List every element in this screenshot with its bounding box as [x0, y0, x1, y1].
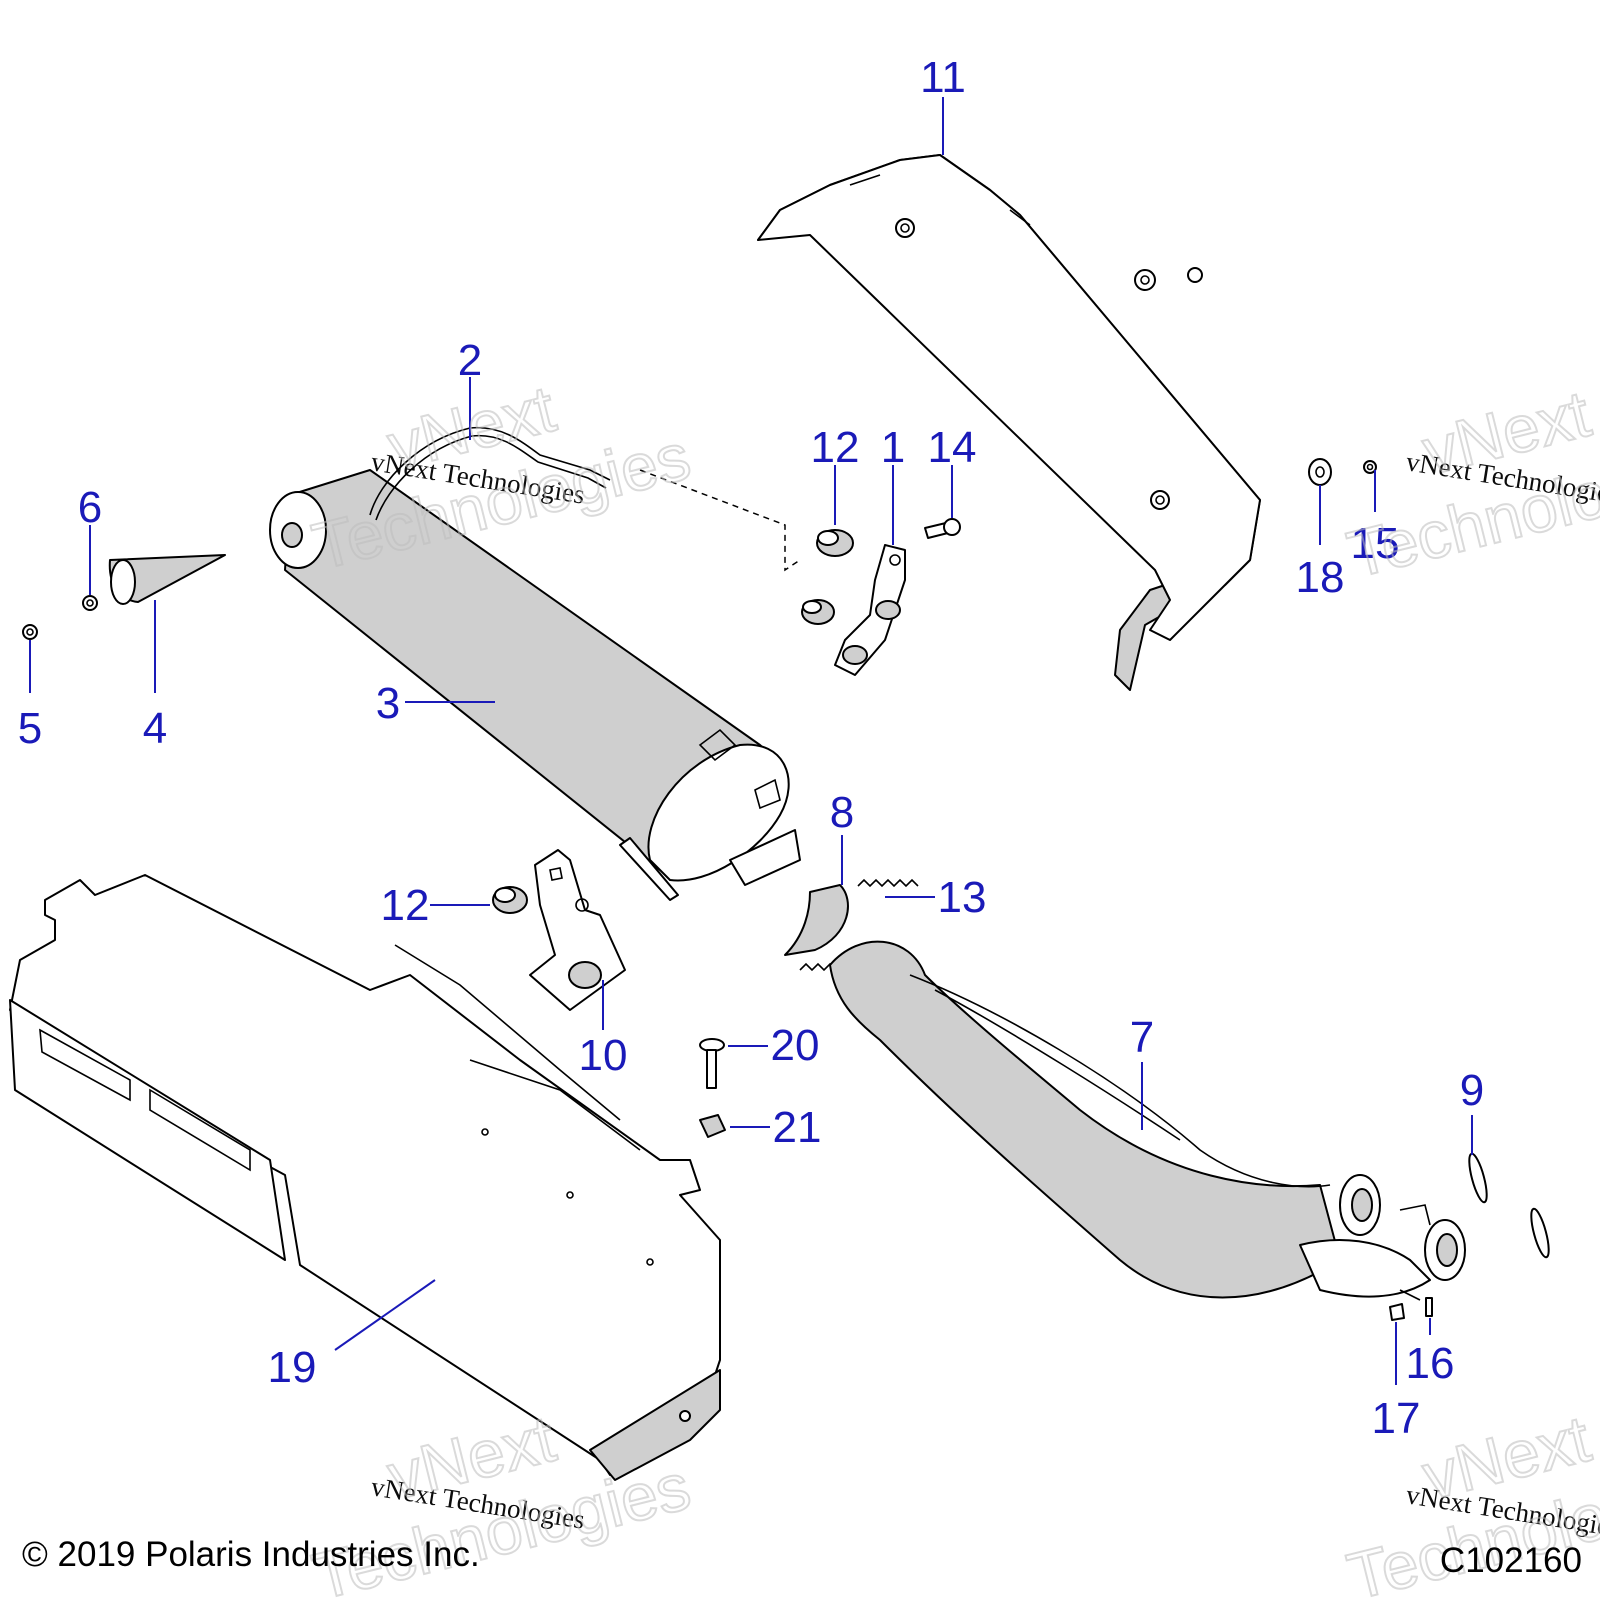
callout-5: 5 [18, 704, 42, 753]
callout-8: 8 [830, 788, 854, 837]
part-18-washer [1308, 458, 1332, 486]
part-7-head-pipe [829, 940, 1466, 1301]
watermark-top-right: vNext Technologies vNext Technologies [1339, 375, 1600, 593]
part-21-clip-nut [699, 1114, 726, 1138]
callout-6: 6 [78, 483, 102, 532]
callout-3: 3 [376, 679, 400, 728]
part-20-bolt [699, 1038, 725, 1089]
part-10-lower-bracket [529, 849, 626, 1011]
copyright-notice: © 2019 Polaris Industries Inc. [22, 1535, 480, 1574]
callout-2: 2 [458, 336, 482, 385]
callout-14: 14 [928, 423, 977, 472]
part-4-tip-cone [108, 554, 226, 605]
callout-1: 1 [881, 423, 905, 472]
callout-13: 13 [938, 873, 987, 922]
callout-19: 19 [268, 1343, 317, 1392]
part-15-bolt [1363, 460, 1377, 474]
part-9-seal-rings [1468, 1152, 1550, 1259]
part-19-heat-shield-lower [9, 874, 721, 1481]
part-12-grommet-upper [801, 529, 854, 625]
part-11-heat-shield-upper [757, 154, 1261, 691]
part-17-nut [1389, 1303, 1405, 1321]
callout-17: 17 [1372, 1394, 1421, 1443]
callout-12-upper: 12 [811, 423, 860, 472]
part-16-stud [1425, 1297, 1433, 1317]
part-1-upper-bracket [834, 544, 906, 676]
part-14-bolt [924, 518, 961, 539]
callout-10: 10 [579, 1031, 628, 1080]
leader-lines [29, 97, 1473, 1385]
part-5-bolt [22, 624, 38, 640]
part-3-muffler [269, 469, 801, 901]
figure-code: C102160 [1440, 1541, 1582, 1580]
part-12-grommet-lower [492, 886, 528, 914]
callout-7: 7 [1130, 1013, 1154, 1062]
callout-15: 15 [1351, 519, 1400, 568]
part-8-gasket [784, 884, 849, 956]
leader-19 [334, 1279, 436, 1351]
callout-9: 9 [1460, 1066, 1484, 1115]
part-6-nut [82, 595, 98, 611]
callout-12-lower: 12 [381, 881, 430, 930]
callout-20: 20 [771, 1021, 820, 1070]
callout-11: 11 [920, 53, 966, 102]
callout-18: 18 [1296, 553, 1345, 602]
callout-16: 16 [1406, 1339, 1455, 1388]
callout-21: 21 [773, 1103, 822, 1152]
callout-4: 4 [143, 704, 167, 753]
callout-labels: 11 2 12 1 14 6 4 5 3 18 15 8 13 12 10 20… [18, 53, 1484, 1443]
